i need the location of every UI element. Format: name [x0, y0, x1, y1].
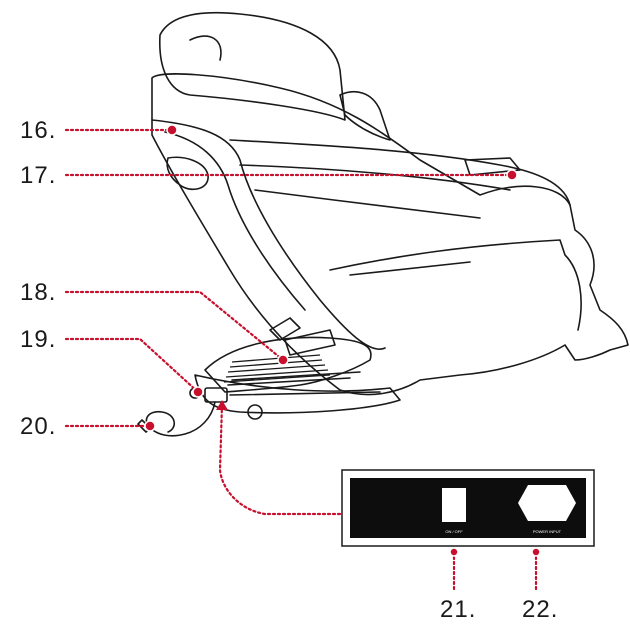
side-handle — [166, 156, 209, 191]
power-cord — [145, 401, 216, 437]
power-socket — [518, 485, 576, 521]
head-pillow — [159, 11, 346, 121]
backrest — [151, 73, 629, 396]
callout-label-16: 16. — [20, 117, 57, 144]
remote-holder — [339, 91, 391, 141]
leader-19 — [64, 337, 200, 394]
control-unit — [464, 157, 521, 176]
foot-support-2 — [284, 329, 336, 356]
armrest-top — [229, 139, 571, 206]
callout-label-22: 22. — [522, 596, 559, 623]
leader-panel — [218, 403, 342, 516]
dot-22 — [531, 547, 541, 557]
dot-21 — [449, 547, 459, 557]
base-texture — [223, 354, 331, 383]
dot-20 — [144, 420, 156, 432]
callout-label-18: 18. — [20, 279, 57, 306]
leader-18 — [64, 290, 285, 362]
caster-wheel — [247, 404, 263, 420]
switch-caption: ON / OFF — [445, 529, 463, 534]
leg-cover — [329, 239, 582, 331]
socket-caption: POWER INPUT — [533, 529, 562, 534]
callout-label-19: 19. — [20, 326, 57, 353]
side-panel-inner — [164, 131, 306, 311]
side-panel-curve — [151, 119, 386, 350]
callout-label-21: 21. — [440, 596, 477, 623]
head-pillow-seam — [189, 35, 222, 61]
dot-18 — [277, 354, 289, 366]
armrest-mid — [239, 164, 511, 191]
leg-line — [349, 261, 471, 276]
dot-17 — [506, 169, 518, 181]
power-port-box — [204, 387, 228, 403]
power-switch — [442, 488, 466, 522]
foot-support — [269, 317, 301, 341]
dot-19 — [192, 386, 204, 398]
callout-label-17: 17. — [20, 162, 57, 189]
callout-label-20: 20. — [20, 413, 57, 440]
armrest-low — [254, 189, 481, 219]
dot-16 — [166, 124, 178, 136]
panel-arrow — [216, 400, 228, 410]
base-rail — [227, 371, 381, 396]
